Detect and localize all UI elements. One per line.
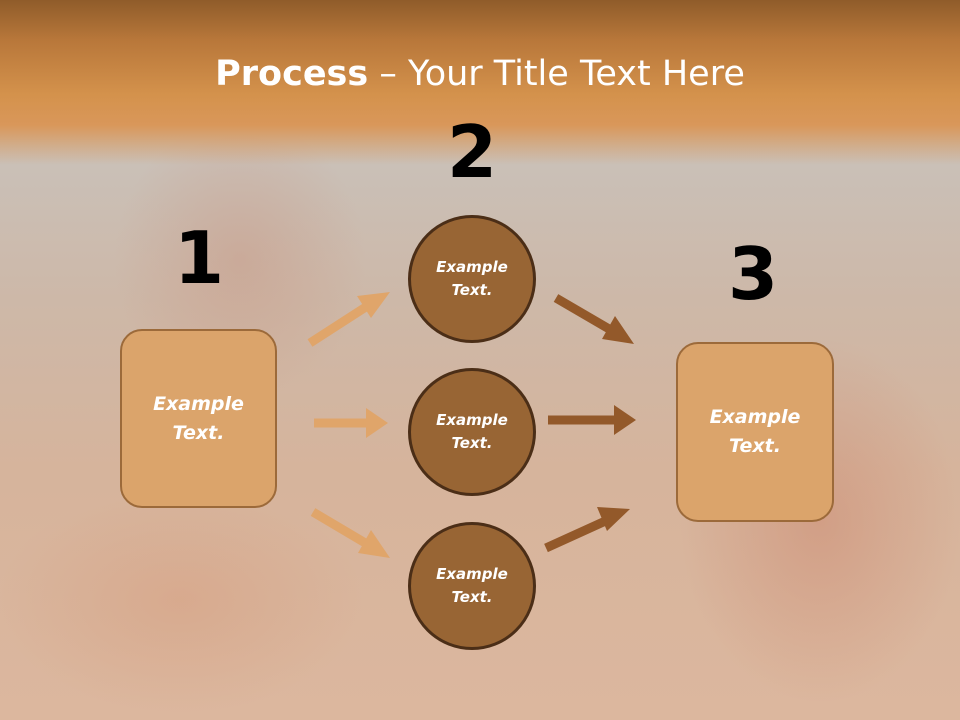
arrow-to-top	[307, 292, 390, 347]
circle-middle-text: Example Text.	[436, 411, 508, 452]
title-rest: – Your Title Text Here	[368, 54, 745, 94]
step-number-3: 3	[727, 232, 779, 316]
step-1-text: Example Text.	[153, 392, 244, 444]
arrow-to-middle	[314, 408, 388, 438]
title-bold: Process	[215, 54, 369, 94]
arrow-from-bottom	[544, 507, 630, 553]
step-number-1: 1	[173, 216, 225, 300]
circle-bottom-text: Example Text.	[436, 565, 508, 606]
step-2-circle-top: Example Text.	[408, 215, 536, 343]
step-2-circle-bottom: Example Text.	[408, 522, 536, 650]
circle-top-text: Example Text.	[436, 258, 508, 299]
title-bar	[0, 0, 960, 165]
step-2-circle-middle: Example Text.	[408, 368, 536, 496]
page-title: Process – Your Title Text Here	[0, 52, 960, 96]
step-3-text: Example Text.	[709, 406, 801, 457]
step-3-box: Example Text.	[676, 342, 834, 522]
arrow-from-top	[553, 294, 634, 344]
step-number-2: 2	[446, 110, 498, 194]
step-1-box: Example Text.	[120, 329, 277, 508]
arrow-from-middle	[548, 405, 636, 435]
arrow-to-bottom	[310, 508, 390, 558]
